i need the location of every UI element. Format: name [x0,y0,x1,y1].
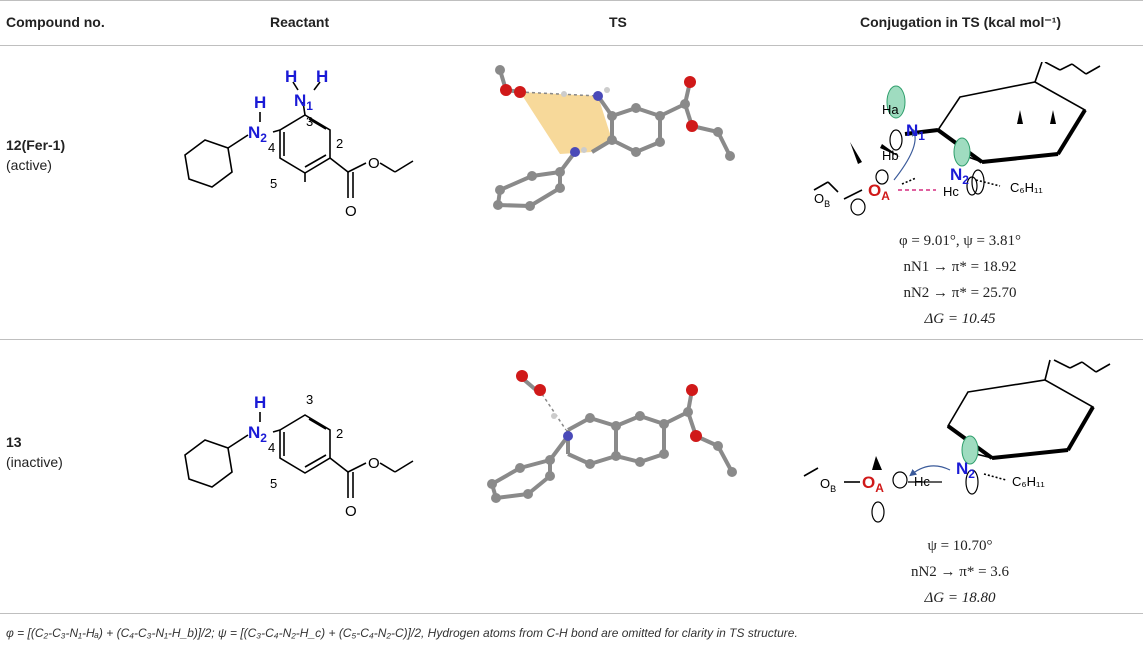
result-delta-g: ΔG = 18.80 [924,590,996,606]
position-4: 4 [268,440,275,455]
atom-n1: N1 [906,121,925,143]
top-rule [0,0,1143,1]
header-reactant: Reactant [270,14,330,30]
results-12: φ = 9.01°, ψ = 3.81° nN1 → π* = 18.92 nN… [880,228,1040,332]
header-rule [0,45,1143,46]
atom-ob: OB [814,191,830,209]
ts-model-13 [487,370,737,503]
activity-label: (inactive) [6,454,63,470]
row-divider [0,339,1143,340]
atom-n1: N1 [294,91,313,113]
result-angles: φ = 9.01°, ψ = 3.81° [899,233,1021,249]
compound-label: 13 (inactive) [6,432,63,472]
atom-h: H [254,393,266,412]
compound-label: 12(Fer-1) (active) [6,135,65,175]
header-compound: Compound no. [6,14,105,30]
atom-oa: OA [868,181,890,203]
result-n1-pi: nN1 → π* = 18.92 [903,259,1017,275]
position-5: 5 [270,476,277,491]
position-2: 2 [336,136,343,151]
reactant-structure-13: H N2 3 2 4 5 O O [184,392,414,520]
atom-o: O [345,503,357,520]
conjugation-diagram-12: Ha Hb Hc OB C₆H₁₁ N1 N2 OA [813,62,1101,216]
position-3: 3 [306,392,313,407]
compound-name: 12(Fer-1) [6,137,66,153]
atom-n2: N2 [950,165,969,187]
atom-ob: OB [820,476,836,494]
bottom-rule [0,613,1143,614]
atom-hc: Hc [914,474,930,489]
activity-label: (active) [6,157,52,173]
header-conjugation: Conjugation in TS (kcal mol⁻¹) [860,14,1062,30]
result-psi: ψ = 10.70° [927,538,993,554]
table-footnote: φ = [(C₂-C₃-N₁-Hₐ) + (C₄-C₃-N₁-H_b)]/2; … [6,626,798,640]
position-2: 2 [336,426,343,441]
header-ts: TS [609,14,627,30]
position-5: 5 [270,176,277,191]
atom-hc: Hc [943,184,959,199]
group-c6h11: C₆H₁₁ [1010,180,1043,195]
group-c6h11: C₆H₁₁ [1012,474,1045,489]
atom-hb: Hb [882,148,899,163]
atom-h: H [285,67,297,86]
reactant-structure-12: H N2 H H N1 3 2 4 5 O O [184,67,414,220]
results-13: ψ = 10.70° nN2 → π* = 3.6 ΔG = 18.80 [880,533,1040,611]
result-delta-g: ΔG = 10.45 [924,311,996,327]
atom-o: O [345,203,357,220]
atom-h: H [316,67,328,86]
atom-n2: N2 [248,123,267,145]
atom-n2: N2 [248,423,267,445]
conjugation-diagram-13: Hc OB C₆H₁₁ N2 OA [803,359,1111,523]
atom-oa: OA [862,473,884,495]
atom-o: O [368,455,380,472]
compound-name: 13 [6,434,22,450]
position-4: 4 [268,140,275,155]
atom-ha: Ha [882,102,899,117]
atom-o: O [368,155,380,172]
ts-model-12 [493,65,735,211]
position-3: 3 [306,114,313,129]
atom-h: H [254,93,266,112]
atom-n2: N2 [956,459,975,481]
result-n2-pi: nN2 → π* = 3.6 [910,564,1010,580]
result-n2-pi: nN2 → π* = 25.70 [903,285,1017,301]
